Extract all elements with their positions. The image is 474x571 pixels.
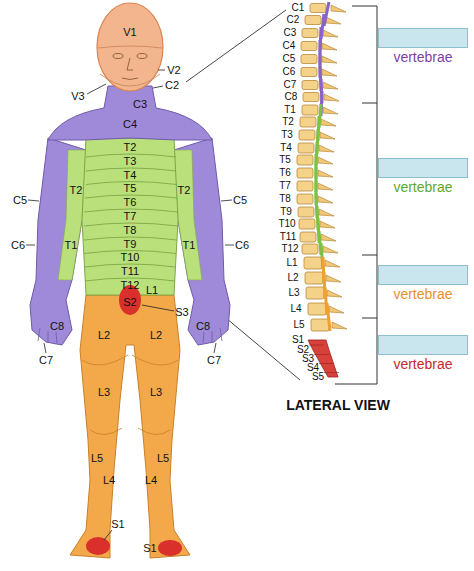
spinal-level-label: T11: [280, 232, 297, 242]
spinal-level-label: T6: [279, 168, 291, 178]
dermatome-label: C5: [233, 195, 247, 206]
dermatome-label: T11: [121, 266, 139, 277]
dermatome-label: T8: [124, 225, 137, 236]
spinal-level-label: T1: [284, 105, 296, 115]
dermatome-label: T10: [121, 252, 140, 263]
dermatome-label: T5: [124, 183, 137, 194]
dermatome-label: L5: [91, 453, 103, 464]
region-label: vertebrae: [378, 50, 468, 65]
vertebrae-label-box: vertebrae: [378, 265, 468, 302]
dermatome-label: C7: [39, 355, 53, 366]
label-box: [378, 335, 468, 355]
spinal-level-label: C4: [283, 41, 296, 51]
spinal-level-label: C3: [284, 28, 297, 38]
spinal-level-label: T10: [278, 219, 295, 229]
spinal-level-label: L4: [290, 304, 301, 314]
spinal-level-label: T8: [279, 194, 291, 204]
dermatome-label: S1: [143, 543, 156, 554]
dermatome-label: T4: [124, 170, 137, 181]
label-box: [378, 28, 468, 48]
dermatome-label: C3: [133, 99, 147, 110]
dermatome-label: V1: [123, 27, 136, 38]
dermatome-label: C5: [13, 195, 27, 206]
spinal-level-label: C1: [292, 3, 305, 13]
spinal-level-label: L1: [286, 258, 297, 268]
dermatome-label: V3: [71, 91, 84, 102]
dermatome-label: L5: [157, 453, 169, 464]
spinal-level-label: C8: [285, 92, 298, 102]
dermatome-label: L2: [150, 330, 162, 341]
dermatome-label: V2: [167, 65, 180, 76]
spinal-level-label: S1: [292, 335, 304, 345]
region-label: vertebrae: [378, 287, 468, 302]
dermatome-label: C4: [123, 119, 137, 130]
dermatome-label: S3: [175, 307, 188, 318]
spinal-level-label: L2: [287, 273, 298, 283]
dermatome-label: C6: [11, 240, 25, 251]
dermatome-label: C8: [196, 321, 210, 332]
spinal-level-label: C7: [284, 80, 297, 90]
dermatome-label: S1: [111, 519, 124, 530]
dermatome-label: C2: [165, 80, 179, 91]
view-title: LATERAL VIEW: [286, 398, 390, 412]
dermatome-label: L4: [145, 475, 157, 486]
spinal-level-label: T9: [280, 207, 292, 217]
dermatome-label: C7: [207, 355, 221, 366]
region-label: vertebrae: [378, 357, 468, 372]
dermatome-label: L4: [103, 475, 115, 486]
dermatome-label: T1: [183, 240, 196, 251]
dermatome-label: L3: [150, 387, 162, 398]
spinal-level-label: T5: [279, 155, 291, 165]
label-box: [378, 265, 468, 285]
region-label: vertebrae: [378, 180, 468, 195]
dermatome-label: S2: [123, 297, 136, 308]
spinal-level-label: T2: [282, 117, 294, 127]
dermatome-label: T3: [124, 156, 137, 167]
spinal-level-label: T7: [279, 181, 291, 191]
dermatome-label: T6: [124, 197, 137, 208]
vertebrae-label-box: vertebrae: [378, 28, 468, 65]
dermatome-label: T2: [124, 142, 137, 153]
dermatome-label: L3: [98, 387, 110, 398]
dermatome-label: T2: [178, 185, 191, 196]
spinal-level-label: C2: [287, 15, 300, 25]
vertebrae-label-box: vertebrae: [378, 335, 468, 372]
spinal-level-label: C6: [283, 67, 296, 77]
spinal-level-label: L5: [293, 320, 304, 330]
dermatome-label: T1: [65, 240, 78, 251]
dermatome-label: C8: [50, 321, 64, 332]
spinal-level-label: L3: [288, 288, 299, 298]
label-box: [378, 158, 468, 178]
spinal-level-label: T12: [281, 244, 298, 254]
dermatome-label: L2: [98, 330, 110, 341]
spinal-level-label: S5: [312, 372, 324, 382]
dermatome-label: L1: [146, 285, 158, 296]
dermatome-label: T9: [124, 239, 137, 250]
vertebrae-label-box: vertebrae: [378, 158, 468, 195]
spinal-level-label: T3: [281, 130, 293, 140]
dermatome-label: C6: [235, 240, 249, 251]
dermatome-label: T2: [70, 185, 83, 196]
spinal-level-label: T4: [280, 143, 292, 153]
spinal-level-label: C5: [283, 54, 296, 64]
dermatome-label: T12: [121, 280, 140, 291]
dermatome-label: T7: [124, 211, 137, 222]
